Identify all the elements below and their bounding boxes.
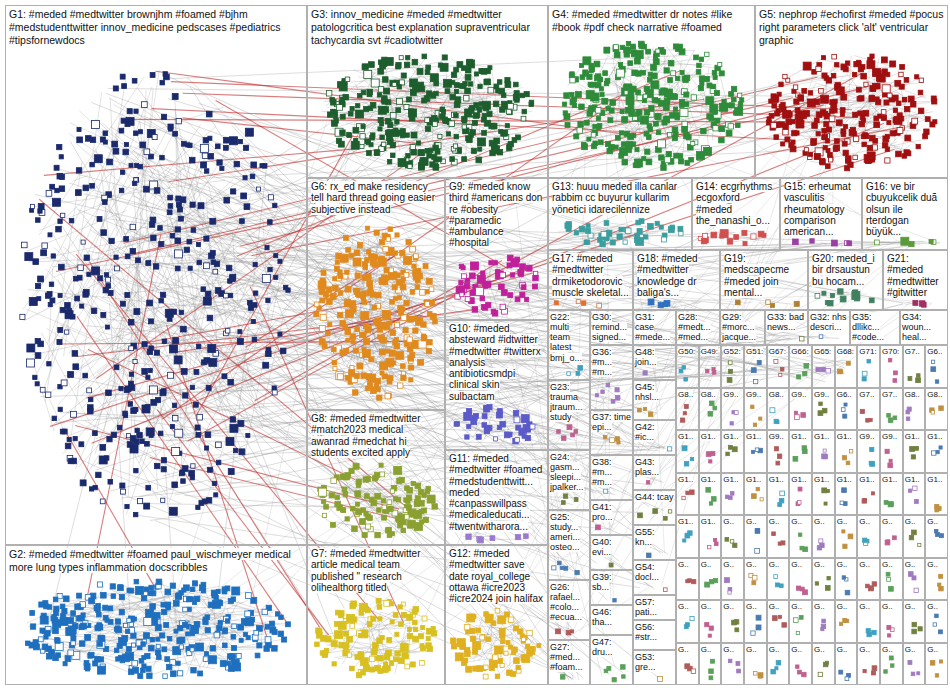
graph-canvas: G1: #meded #medtwitter brownjhm #foamed … bbox=[0, 0, 950, 688]
